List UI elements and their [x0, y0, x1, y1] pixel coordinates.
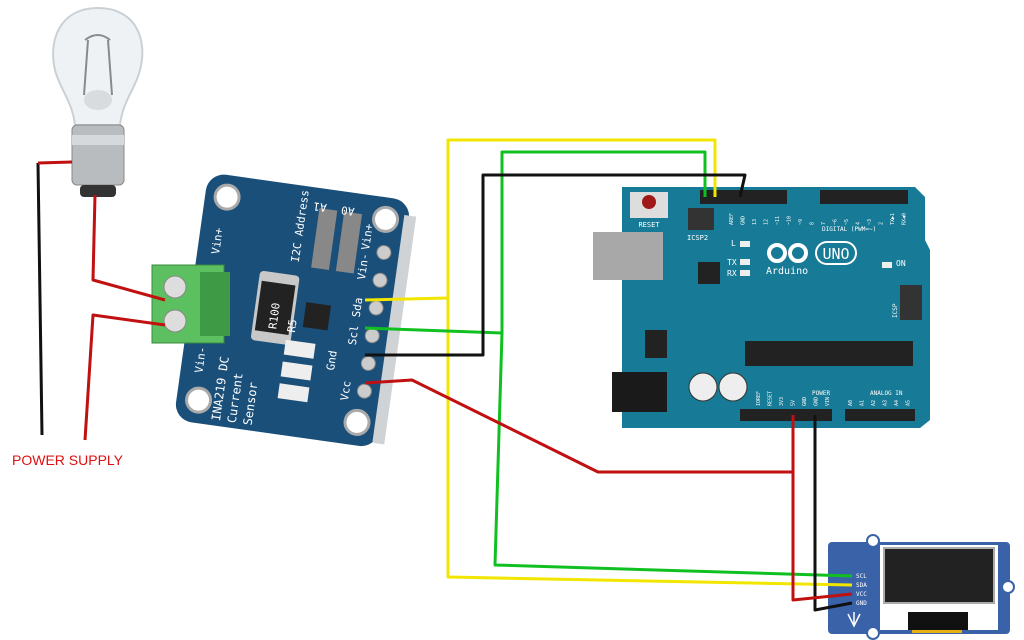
pin-label: 12 — [764, 219, 770, 225]
pin-label: 5V — [791, 400, 797, 406]
resistor-label: R100 — [266, 302, 283, 330]
icsp2-label: ICSP2 — [687, 234, 708, 242]
wire-sda-yellow — [364, 138, 853, 587]
digital-label: DIGITAL (PWM=~) — [822, 226, 876, 233]
terminal-label-vin-minus: Vin- — [192, 346, 209, 374]
terminal-label-vin-plus: Vin+ — [209, 227, 226, 255]
pin-label-gnd: Gnd — [324, 350, 340, 371]
ina219-board: R100 Vin+ Vin- Sda Scl Gnd Vcc I2C Addre… — [175, 174, 417, 447]
pin-label-vcc: Vcc — [338, 380, 354, 401]
led-l: L — [731, 239, 736, 248]
wire-scl-green — [364, 150, 853, 578]
resistor-ref: R5 — [285, 318, 300, 333]
wire-bulb-red — [37, 160, 73, 165]
pin-label: A0 — [848, 400, 854, 406]
pin-label: A5 — [906, 400, 912, 406]
pin-label: GND — [814, 397, 820, 406]
wire-bulb-black — [36, 162, 44, 436]
arduino-label: Arduino — [766, 266, 808, 277]
pin-label: A4 — [894, 400, 900, 406]
oled-pin-vcc: VCC — [856, 591, 867, 598]
pin-label: A3 — [883, 400, 889, 406]
pin-label: ~3 — [867, 219, 873, 225]
oled-pin-sda: SDA — [856, 582, 867, 589]
pin-label: 4 — [856, 222, 862, 225]
pin-label: 8 — [810, 222, 816, 225]
wire-gnd-black — [365, 173, 853, 612]
pin-label: A1 — [860, 400, 866, 406]
pin-label: ~10 — [787, 216, 793, 225]
oled-display-module: SCL SDA VCC GND — [828, 534, 1015, 640]
oled-pin-gnd: GND — [856, 600, 867, 607]
uno-label: UNO — [822, 245, 849, 263]
led-rx: RX — [727, 269, 737, 278]
wire-supply-red-2 — [83, 313, 166, 441]
pin-label: ~6 — [833, 219, 839, 225]
pin-label: AREF — [729, 213, 735, 225]
pin-label: 3V3 — [779, 397, 785, 406]
pin-label-scl: Scl — [346, 324, 362, 345]
pin-label: RESET — [768, 391, 774, 406]
icsp-label: ICSP — [892, 303, 899, 318]
pin-label-vin-minus: Vin- — [355, 252, 372, 280]
oled-pin-scl: SCL — [856, 573, 867, 580]
pin-label: VIN — [825, 397, 831, 406]
power-supply-label: POWER SUPPLY — [12, 452, 123, 468]
pin-label: ~11 — [775, 216, 781, 225]
reset-label: RESET — [638, 221, 660, 229]
sensor-title-2: Current — [225, 372, 246, 424]
analog-label: ANALOG IN — [870, 390, 903, 397]
addr-a0: A0 — [340, 203, 355, 218]
power-label: POWER — [812, 390, 830, 397]
pin-label: 7 — [821, 222, 827, 225]
arduino-logo-icon — [767, 243, 808, 263]
wire-supply-red-1 — [91, 194, 166, 302]
screw-terminal — [151, 264, 230, 344]
wire-vcc-red — [364, 378, 853, 602]
pin-label: A2 — [871, 400, 877, 406]
pin-label: GND — [802, 397, 808, 406]
pin-label: ~9 — [798, 219, 804, 225]
addr-a1: A1 — [313, 199, 328, 214]
pin-label: RX◀0 — [902, 213, 908, 225]
grove-logo-icon — [847, 612, 861, 628]
pin-label: 13 — [752, 219, 758, 225]
pin-label: TX▶1 — [890, 213, 896, 225]
pin-label: ~5 — [844, 219, 850, 225]
light-bulb — [52, 6, 144, 197]
pin-label: 2 — [879, 222, 885, 225]
pin-label: IOREF — [756, 391, 762, 406]
wires — [36, 138, 853, 612]
pin-label-vin-plus: Vin+ — [359, 222, 376, 250]
led-on: ON — [896, 259, 906, 268]
pin-label-sda: Sda — [350, 297, 366, 318]
led-tx: TX — [727, 258, 737, 267]
pin-label: GND — [741, 216, 747, 225]
arduino-uno-board: RESET ICSP2 DIGITAL (PWM=~) L TX RX ON U… — [593, 187, 930, 428]
sensor-title-3: Sensor — [241, 381, 261, 426]
